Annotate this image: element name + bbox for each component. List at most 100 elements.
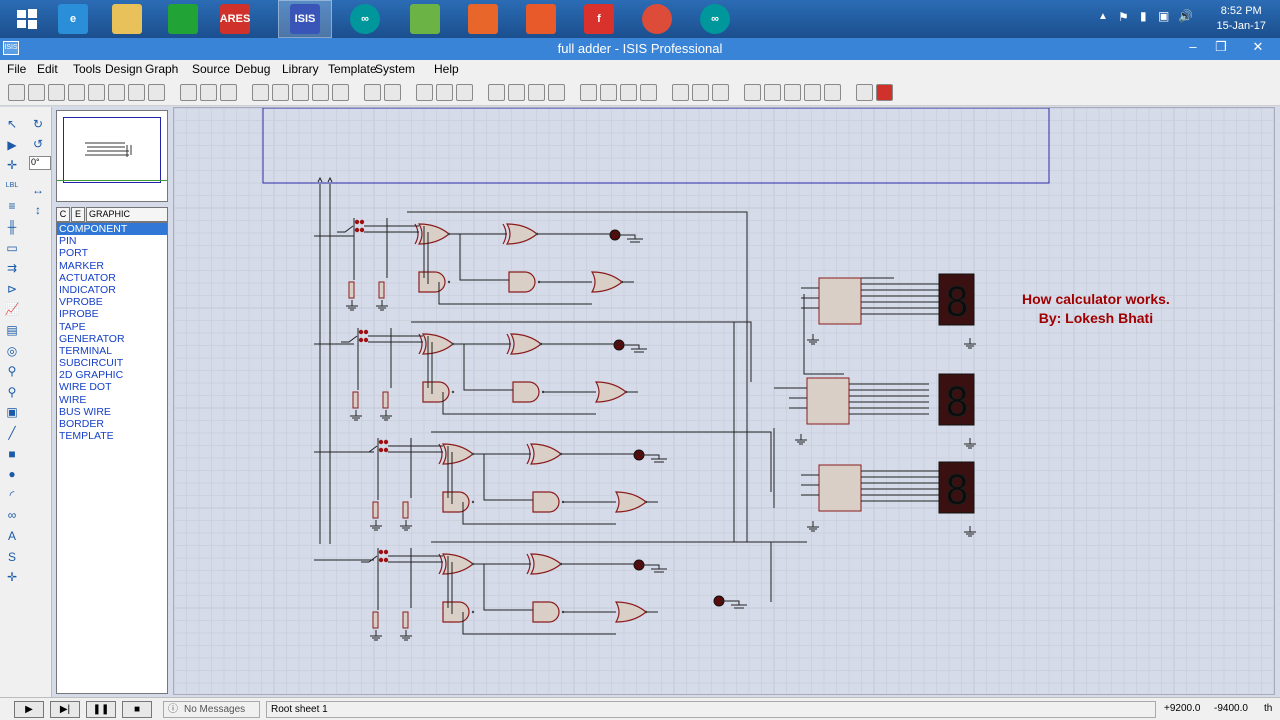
gate-pin[interactable] [561,610,565,614]
and-gate[interactable] [422,381,450,403]
design-explorer-icon[interactable] [744,84,761,101]
wire[interactable] [619,344,647,353]
wire[interactable] [807,521,819,532]
resistor[interactable] [402,611,409,629]
taskbar-internet-explorer[interactable]: e [46,0,100,38]
style-item[interactable]: PIN [59,235,77,248]
switch-pin[interactable] [383,439,389,445]
style-item[interactable]: BORDER [59,418,104,430]
menu-template[interactable]: Template [328,62,377,76]
taskbar-isis[interactable]: ISIS [278,0,332,38]
wire[interactable] [370,630,382,641]
style-item[interactable]: INDICATOR [59,283,116,296]
pan-icon[interactable] [252,84,269,101]
xor-gate[interactable] [529,553,562,575]
print-icon[interactable] [128,84,145,101]
switch-pin[interactable] [378,439,384,445]
style-item[interactable]: WIRE DOT [59,381,112,394]
xor-gate[interactable] [441,553,474,575]
step-button[interactable]: ▶| [50,701,80,718]
or-gate[interactable] [594,381,627,403]
wire[interactable] [388,555,658,635]
start-button[interactable] [0,0,54,38]
wire[interactable] [400,520,412,531]
bcd-decoder-7447[interactable] [806,377,850,425]
wire[interactable] [337,225,354,233]
zoom-out-icon[interactable] [292,84,309,101]
style-item[interactable]: VPROBE [59,296,103,309]
wire[interactable] [964,526,976,537]
style-item[interactable]: COMPONENT [57,223,167,236]
taskbar-store[interactable] [156,0,210,38]
xor-gate[interactable] [505,223,538,245]
wire[interactable] [400,630,412,641]
wire[interactable] [361,555,378,563]
style-item[interactable]: WIRE [59,393,87,406]
switch-pin[interactable] [359,219,365,225]
save-icon[interactable] [48,84,65,101]
netlist-to-ares-icon[interactable] [876,84,893,101]
gate-pin[interactable] [471,500,475,504]
wire[interactable] [615,234,643,243]
menu-file[interactable]: File [7,62,27,76]
menu-tools[interactable]: Tools [73,62,102,76]
wire[interactable] [380,410,392,421]
close-button[interactable]: ✕ [1252,39,1264,54]
mirror-x-icon[interactable]: ↔ [32,183,44,197]
subcircuit-icon[interactable]: ▭ [6,240,18,255]
menu-graph[interactable]: Graph [145,62,179,76]
cut-icon[interactable] [416,84,433,101]
block-move-icon[interactable] [508,84,525,101]
tab-edit[interactable]: E [71,207,85,222]
wire[interactable] [388,445,658,525]
wire[interactable] [639,564,667,573]
minimize-button[interactable]: – [1189,39,1197,54]
redo-icon[interactable] [384,84,401,101]
annotation-text[interactable]: How calculator works. By: Lokesh Bhati [1022,290,1170,328]
taskbar-ares[interactable]: ARES [208,0,262,38]
block-copy-icon[interactable] [488,84,505,101]
style-item[interactable]: 2D GRAPHIC [59,369,124,382]
taskbar-file-explorer[interactable] [100,0,154,38]
text-script-icon[interactable]: ≡ [8,199,16,214]
resistor[interactable] [402,501,409,519]
xor-gate[interactable] [421,333,454,355]
gate-pin[interactable] [447,232,451,236]
xor-gate-arc[interactable] [414,223,419,245]
pause-button[interactable]: ❚❚ [86,701,116,718]
taskbar-chrome[interactable] [630,0,684,38]
zoom-area-icon[interactable] [332,84,349,101]
xor-gate[interactable] [417,223,450,245]
paste-icon[interactable] [456,84,473,101]
mirror-y-icon[interactable]: ↕ [35,203,41,217]
origin-icon[interactable] [220,84,237,101]
circle-icon[interactable]: ● [8,467,16,482]
switch-pin[interactable] [358,337,364,343]
search-tag-icon[interactable] [692,84,709,101]
messages-panel[interactable]: ⓘ No Messages [163,701,260,718]
wire[interactable] [807,334,819,345]
display-digit[interactable]: 8 [945,380,970,427]
gate-pin[interactable] [535,232,539,236]
menu-edit[interactable]: Edit [37,62,58,76]
gate-pin[interactable] [471,610,475,614]
box-icon[interactable]: ■ [8,446,16,461]
block-delete-icon[interactable] [548,84,565,101]
tray-arrow-icon[interactable]: ▲ [1098,11,1108,22]
export-icon[interactable] [108,84,125,101]
wire[interactable] [370,520,382,531]
tape-recorder-icon[interactable]: ▤ [6,323,18,337]
schematic-drawing[interactable]: 888 [174,108,1275,695]
refresh-icon[interactable] [180,84,197,101]
wire[interactable] [376,300,388,311]
switch-pin[interactable] [363,337,369,343]
switch-pin[interactable] [378,549,384,555]
print-area-icon[interactable] [148,84,165,101]
gate-pin[interactable] [537,280,541,284]
gate-pin[interactable] [559,452,563,456]
exit-parent-icon[interactable] [804,84,821,101]
device-pins-icon[interactable]: ⊳ [6,281,18,296]
switch-pin[interactable] [354,227,360,233]
play-button[interactable]: ▶ [14,701,44,718]
